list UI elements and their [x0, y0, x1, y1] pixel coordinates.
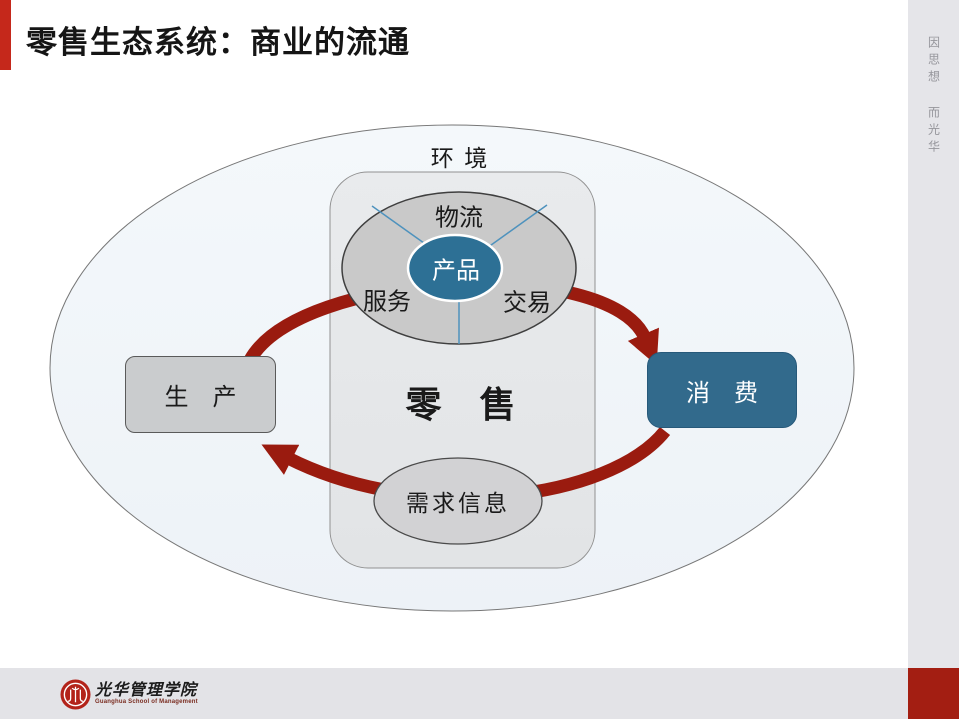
logistics-label: 物流 [435, 204, 483, 232]
demand-info-label: 需求信息 [406, 490, 510, 516]
school-seal-icon [60, 678, 91, 710]
environment-label: 环 境 [430, 145, 490, 171]
retail-label: 零 售 [405, 384, 517, 425]
school-name-block: 光华管理学院 Guanghua School of Management [95, 681, 198, 706]
school-logo: 光华管理学院 Guanghua School of Management [60, 677, 198, 711]
page-title: 零售生态系统：商业的流通 [26, 25, 410, 60]
service-label: 服务 [363, 288, 411, 316]
school-name-english: Guanghua School of Management [95, 699, 198, 706]
transaction-label: 交易 [503, 289, 551, 317]
corner-red-block [908, 668, 959, 719]
demand-info-ellipse [373, 457, 543, 545]
production-box: 生 产 [125, 356, 276, 433]
consumption-label: 消 费 [686, 379, 758, 407]
footer-bar: 光华管理学院 Guanghua School of Management [0, 668, 908, 719]
product-label: 产品 [432, 257, 480, 285]
product-ellipse [406, 233, 504, 303]
school-name-calligraphy: 光华管理学院 [95, 681, 198, 699]
consumption-box: 消 费 [647, 352, 797, 428]
title-accent-bar [0, 0, 11, 70]
side-strip: 因思想 而光华 [908, 0, 959, 668]
production-label: 生 产 [164, 384, 237, 411]
motto-vertical-text: 因思想 而光华 [926, 36, 941, 157]
